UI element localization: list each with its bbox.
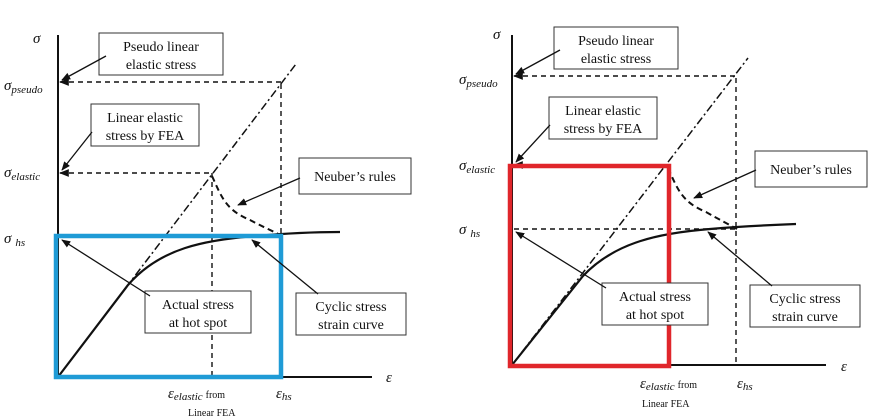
neuber-callout-box: [754, 150, 868, 188]
elastic-callout-line2: stress by FEA: [106, 129, 185, 144]
sigma-pseudo-label: σpseudo: [459, 72, 498, 90]
elastic-callout-line1: Linear elastic: [565, 104, 641, 119]
cyclic-callout-line1: Cyclic stress: [315, 300, 386, 315]
sigma-elastic-label: σelastic: [459, 158, 495, 176]
cyclic-callout-box: [295, 292, 407, 336]
cyclic-callout-arrow: [707, 231, 773, 287]
pseudo-callout-line1: Pseudo linear: [123, 40, 199, 55]
elastic-callout-line1: Linear elastic: [107, 111, 183, 126]
sigma-pseudo-label: σpseudo: [4, 78, 43, 96]
cyclic-callout-line1: Cyclic stress: [769, 292, 840, 307]
epsilon-hs-label: εhs: [276, 386, 292, 403]
cyclic-callout-box: [749, 284, 861, 328]
pseudo-callout-arrow: [515, 49, 561, 75]
epsilon-hs-label: εhs: [737, 376, 753, 393]
pseudo-callout-line2: elastic stress: [126, 58, 196, 73]
neuber-callout-arrow: [693, 169, 757, 199]
sigma-elastic-label: σelastic: [4, 165, 40, 183]
linear-elastic-line: [511, 57, 749, 366]
actual-callout-line1: Actual stress: [619, 290, 691, 305]
pseudo-callout-line2: elastic stress: [581, 52, 651, 67]
neuber-callout-arrow: [237, 177, 301, 206]
elastic-callout-arrow: [61, 131, 93, 171]
cyclic-callout-line2: strain curve: [318, 318, 384, 333]
actual-callout-line1: Actual stress: [162, 298, 234, 313]
actual-callout-box: [144, 290, 252, 334]
pseudo-callout-line1: Pseudo linear: [578, 34, 654, 49]
linear-fea-note: Linear FEA: [188, 408, 236, 419]
elastic-callout-line2: stress by FEA: [564, 122, 643, 137]
cyclic-curve: [511, 222, 797, 366]
highlight-box: [507, 163, 672, 369]
actual-callout-box: [601, 282, 709, 326]
y-axis-symbol: σ: [493, 27, 501, 43]
actual-callout-arrow: [61, 239, 151, 297]
elastic-callout-arrow: [515, 124, 551, 163]
pseudo-callout-arrow: [61, 55, 107, 81]
x-axis-symbol: ε: [386, 370, 392, 386]
neuber-curve: [667, 167, 738, 230]
neuber-callout-text: Neuber’s rules: [770, 163, 852, 178]
cyclic-callout-line2: strain curve: [772, 310, 838, 325]
actual-callout-arrow: [515, 231, 607, 289]
pseudo-callout-box: [98, 32, 224, 76]
elastic-callout-box: [90, 103, 200, 147]
y-axis-symbol: σ: [33, 31, 41, 47]
cyclic-callout-arrow: [251, 239, 319, 295]
actual-callout-line2: at hot spot: [626, 308, 684, 323]
pseudo-callout-box: [553, 26, 679, 70]
linear-fea-note: Linear FEA: [642, 399, 690, 410]
highlight-box: [53, 233, 284, 380]
actual-callout-line2: at hot spot: [169, 316, 227, 331]
neuber-curve: [211, 175, 283, 237]
neuber-callout-text: Neuber’s rules: [314, 170, 396, 185]
elastic-callout-box: [548, 96, 658, 140]
x-axis-symbol: ε: [841, 359, 847, 375]
neuber-callout-box: [298, 157, 412, 195]
